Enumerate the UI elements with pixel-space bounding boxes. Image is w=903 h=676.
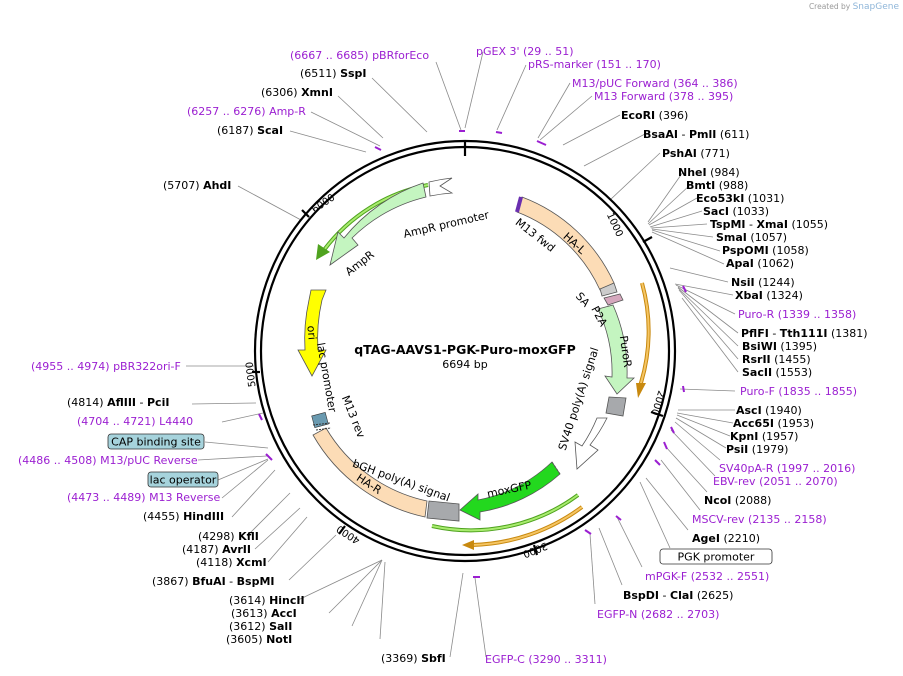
enzyme-site-label-avrii: (4187) AvrII bbox=[182, 543, 251, 556]
enzyme-site-label-nsii: NsiI (1244) bbox=[731, 276, 795, 289]
feature-m13-rev bbox=[311, 412, 332, 431]
enzyme-site-label-bfuai: (3867) BfuAI - BspMI bbox=[152, 575, 275, 588]
plasmid-size: 6694 bp bbox=[442, 358, 487, 371]
enzyme-site-label-acc65i: Acc65I (1953) bbox=[733, 417, 814, 430]
feature-moxgfp bbox=[459, 461, 561, 521]
enzyme-site-label-saci: SacI (1033) bbox=[703, 205, 769, 218]
snapgene-logo: SnapGene bbox=[852, 2, 899, 12]
feature-label-ori: ori bbox=[304, 325, 318, 340]
enzyme-site-label-sspi: (6511) SspI bbox=[300, 67, 367, 80]
primer-label-pgex3: pGEX 3' (29 .. 51) bbox=[476, 45, 574, 58]
enzyme-site-label-bspdi: BspDI - ClaI (2625) bbox=[623, 589, 733, 602]
enzyme-site-label-agei: AgeI (2210) bbox=[692, 532, 760, 545]
enzyme-site-label-sbfi: (3369) SbfI bbox=[381, 652, 446, 665]
primer-label-m13fwd: M13 Forward (378 .. 395) bbox=[594, 90, 733, 103]
feature-puror bbox=[597, 304, 636, 395]
snapgene-credit: Created by SnapGene bbox=[808, 2, 899, 12]
enzyme-site-label-afliii: (4814) AflIII - PciI bbox=[67, 396, 169, 409]
boxed-label-lac-op: lac operator bbox=[147, 471, 219, 488]
svg-text:lac operator: lac operator bbox=[150, 474, 217, 487]
svg-text:CAP binding site: CAP binding site bbox=[111, 436, 201, 449]
feature-ampr bbox=[329, 182, 427, 266]
enzyme-site-label-ahdi: (5707) AhdI bbox=[163, 179, 231, 192]
primer-label-l4440: (4704 .. 4721) L4440 bbox=[77, 415, 193, 428]
enzyme-site-label-xbai: XbaI (1324) bbox=[735, 289, 803, 302]
primer-label-ebvrev: EBV-rev (2051 .. 2070) bbox=[713, 475, 838, 488]
primer-arc-puro bbox=[636, 282, 651, 398]
primer-label-purof: Puro-F (1835 .. 1855) bbox=[740, 385, 857, 398]
enzyme-site-label-xmni: (6306) XmnI bbox=[261, 86, 333, 99]
enzyme-site-label-asci: AscI (1940) bbox=[736, 404, 802, 417]
enzyme-site-label-pshai: PshAI (771) bbox=[662, 147, 730, 160]
primer-arc-gfp bbox=[431, 493, 584, 550]
enzyme-site-label-hincii: (3614) HincII bbox=[229, 594, 305, 607]
feature-sv40pa bbox=[574, 396, 627, 470]
label-leader-lines bbox=[186, 51, 739, 658]
scale-tick-label: 1000 bbox=[604, 211, 625, 239]
enzyme-site-label-ecori: EcoRI (396) bbox=[621, 109, 688, 122]
primer-label-m13pucrev: (4486 .. 4508) M13/pUC Reverse bbox=[18, 454, 198, 467]
feature-p2a bbox=[603, 293, 624, 306]
enzyme-site-label-psii: PsiI (1979) bbox=[726, 443, 788, 456]
enzyme-site-label-eco53ki: Eco53kI (1031) bbox=[696, 192, 784, 205]
primer-marks bbox=[258, 130, 687, 578]
enzyme-site-label-bsaai: BsaAI - PmlI (611) bbox=[643, 128, 749, 141]
enzyme-site-label-hindiii: (4455) HindIII bbox=[143, 510, 224, 523]
enzyme-site-label-ncoi: NcoI (2088) bbox=[704, 494, 771, 507]
primer-label-m13pucfwd: M13/pUC Forward (364 .. 386) bbox=[572, 77, 738, 90]
primer-label-mpgkf: mPGK-F (2532 .. 2551) bbox=[645, 570, 769, 583]
feature-sa bbox=[599, 282, 618, 297]
enzyme-site-label-pspomi: PspOMI (1058) bbox=[722, 244, 809, 257]
boxed-label-pgk: PGK promoter bbox=[659, 548, 773, 565]
enzyme-site-label-acci: (3613) AccI bbox=[231, 607, 297, 620]
feature-label-puror: PuroR bbox=[617, 335, 634, 369]
feature-bgh bbox=[426, 500, 460, 522]
enzyme-site-label-bsiwi: BsiWI (1395) bbox=[742, 340, 817, 353]
feature-label-lac-promoter: lac promoter bbox=[314, 342, 339, 414]
enzyme-site-label-kfli: (4298) KflI bbox=[198, 530, 259, 543]
boxed-label-cap: CAP binding site bbox=[107, 433, 205, 450]
enzyme-site-label-bmti: BmtI (988) bbox=[686, 179, 748, 192]
enzyme-site-label-kpni: KpnI (1957) bbox=[730, 430, 798, 443]
scale-tick-label: 2000 bbox=[648, 389, 666, 417]
enzyme-site-label-xcmi: (4118) XcmI bbox=[196, 556, 267, 569]
enzyme-site-label-smai: SmaI (1057) bbox=[716, 231, 787, 244]
enzyme-site-label-scai: (6187) ScaI bbox=[217, 124, 283, 137]
enzyme-site-label-pflfi: PflFI - Tth111I (1381) bbox=[741, 327, 868, 340]
enzyme-site-label-nhei: NheI (984) bbox=[678, 166, 740, 179]
primer-label-pbr322: (4955 .. 4974) pBR322ori-F bbox=[31, 360, 181, 373]
primer-label-pbrforeco: (6667 .. 6685) pBRforEco bbox=[290, 49, 429, 62]
svg-text:PGK promoter: PGK promoter bbox=[678, 551, 755, 564]
primer-label-egfpc: EGFP-C (3290 .. 3311) bbox=[485, 653, 607, 666]
enzyme-site-label-tspmi: TspMI - XmaI (1055) bbox=[710, 218, 828, 231]
enzyme-site-label-sacii: SacII (1553) bbox=[742, 366, 812, 379]
feature-ampr-promoter bbox=[428, 177, 454, 197]
feature-ha-r bbox=[312, 427, 428, 518]
feature-label-m13-rev: M13 rev bbox=[339, 394, 368, 441]
primer-label-egfpn: EGFP-N (2682 .. 2703) bbox=[597, 608, 719, 621]
primer-label-prs: pRS-marker (151 .. 170) bbox=[528, 58, 661, 71]
enzyme-site-label-apai: ApaI (1062) bbox=[726, 257, 794, 270]
primer-label-puror: Puro-R (1339 .. 1358) bbox=[738, 308, 856, 321]
scale-ticks bbox=[252, 141, 664, 556]
feature-ori bbox=[297, 289, 327, 377]
scale-tick-label: 5000 bbox=[245, 361, 259, 388]
feature-label-sa: SA bbox=[573, 290, 593, 310]
plasmid-name: qTAG-AAVS1-PGK-Puro-moxGFP bbox=[354, 342, 576, 357]
enzyme-site-label-sali: (3612) SalI bbox=[229, 620, 292, 633]
primer-label-ampr_p: (6257 .. 6276) Amp-R bbox=[187, 105, 306, 118]
primer-label-sv40par: SV40pA-R (1997 .. 2016) bbox=[719, 462, 855, 475]
feature-label-ampr-promoter: AmpR promoter bbox=[402, 208, 491, 240]
primer-label-mscvrev: MSCV-rev (2135 .. 2158) bbox=[692, 513, 827, 526]
enzyme-site-label-rsrii: RsrII (1455) bbox=[742, 353, 811, 366]
primer-label-m13rev: (4473 .. 4489) M13 Reverse bbox=[67, 491, 220, 504]
enzyme-site-label-noti: (3605) NotI bbox=[226, 633, 292, 646]
